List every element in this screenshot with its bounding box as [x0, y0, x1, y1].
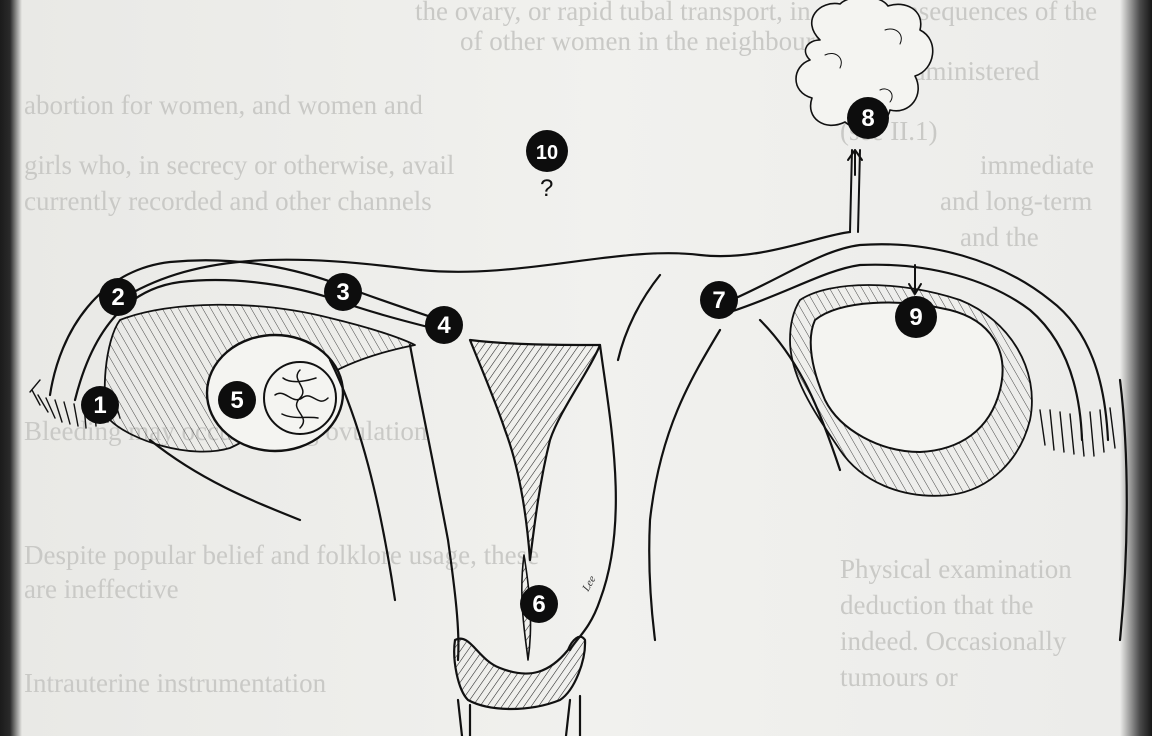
right-outer-wall — [649, 330, 720, 640]
marker-5: 5 — [218, 381, 256, 419]
marker-6-label: 6 — [532, 591, 545, 618]
marker-9: 9 — [895, 296, 937, 338]
marker-2-label: 2 — [111, 284, 124, 311]
right-fimbriae — [1040, 408, 1115, 456]
marker-7-label: 7 — [712, 287, 725, 314]
marker-9-label: 9 — [909, 304, 922, 331]
marker-6: 6 — [520, 585, 558, 623]
marker-2: 2 — [99, 278, 137, 316]
vaginal-wall-right — [566, 696, 580, 736]
artist-signature: Lee — [580, 574, 599, 595]
marker-8: 8 — [847, 97, 889, 139]
uterus-fundus-outline — [120, 232, 850, 300]
marker-8-label: 8 — [861, 105, 874, 132]
marker-4: 4 — [425, 306, 463, 344]
marker-3-label: 3 — [336, 279, 349, 306]
marker-1-label: 1 — [93, 392, 106, 419]
marker-10-label: 10 — [536, 142, 558, 164]
uterus-right-wall — [570, 345, 616, 650]
marker-1: 1 — [81, 386, 119, 424]
right-pelvic-line — [618, 275, 660, 360]
marker-5-label: 5 — [230, 387, 243, 414]
marker-4-label: 4 — [437, 312, 451, 339]
right-body-contour — [1120, 380, 1127, 640]
left-pelvic-line — [410, 345, 458, 660]
marker-7: 7 — [700, 281, 738, 319]
vaginal-vault — [454, 637, 585, 709]
vaginal-wall-left — [458, 700, 470, 736]
marker-3: 3 — [324, 273, 362, 311]
marker-10: 10 — [526, 130, 568, 172]
question-mark: ? — [540, 175, 553, 202]
uterine-cavity — [470, 340, 600, 560]
